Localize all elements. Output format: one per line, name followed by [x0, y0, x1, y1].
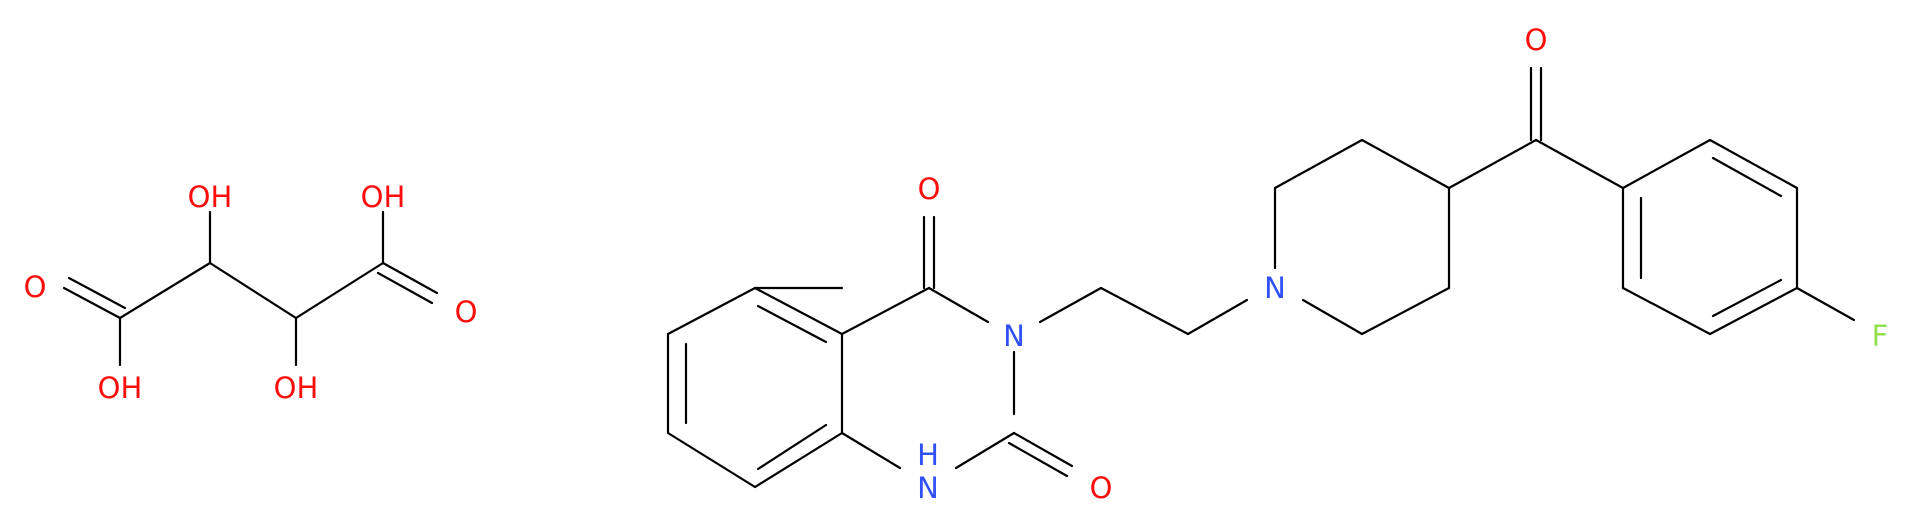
ketanserin-structure: O N H N O N O F — [666, 23, 1888, 505]
tartaric-acid-structure: OH OH O O OH OH — [24, 180, 478, 405]
bond — [1360, 138, 1451, 190]
atom-label-oh: OH — [188, 180, 233, 214]
aromatic-inner-bond — [756, 304, 828, 344]
atom-label-o: O — [1090, 471, 1113, 505]
bond — [840, 286, 931, 336]
atom-label-oh: OH — [98, 371, 143, 405]
bond — [1273, 138, 1364, 190]
bond — [1186, 298, 1249, 336]
bond — [1099, 286, 1190, 336]
double-bond — [381, 261, 439, 295]
bond — [666, 286, 757, 336]
bond — [1038, 286, 1103, 324]
atom-label-oh: OH — [361, 180, 406, 214]
bond — [840, 431, 902, 470]
bond — [1447, 138, 1538, 190]
ketanserin-labels: O N H N O N O F — [917, 23, 1888, 505]
bond — [294, 261, 385, 320]
bond — [666, 431, 757, 489]
double-bond — [1007, 441, 1069, 478]
bond — [1621, 138, 1712, 190]
aromatic-inner-bond — [1711, 156, 1783, 198]
bond — [753, 431, 844, 489]
bond — [1621, 286, 1712, 336]
atom-label-n: N — [917, 471, 939, 505]
bond — [753, 286, 844, 336]
atom-label-h: H — [917, 438, 939, 472]
atom-label-o: O — [24, 270, 47, 304]
tartaric-acid-bonds — [62, 210, 439, 367]
atom-label-o: O — [918, 172, 941, 206]
aromatic-inner-bond — [1711, 278, 1783, 318]
atom-label-oh: OH — [274, 371, 319, 405]
bond — [1708, 138, 1799, 190]
atom-label-o: O — [1525, 23, 1548, 57]
bond — [1534, 138, 1625, 190]
bond — [208, 261, 298, 320]
bond — [1301, 298, 1364, 336]
tartaric-acid-labels: OH OH O O OH OH — [24, 180, 478, 405]
bond — [1795, 286, 1856, 322]
ketanserin-bonds — [666, 66, 1856, 489]
atom-label-n: N — [1264, 271, 1286, 305]
double-bond — [62, 286, 122, 320]
atom-label-n: N — [1003, 319, 1025, 353]
bond — [927, 286, 990, 324]
double-bond — [67, 276, 127, 310]
bond — [1360, 286, 1451, 336]
bond — [1708, 286, 1799, 336]
bond — [954, 431, 1016, 470]
double-bond — [376, 271, 434, 305]
atom-label-f: F — [1872, 319, 1889, 353]
double-bond — [1012, 431, 1074, 468]
atom-label-o: O — [455, 295, 478, 329]
bond — [118, 261, 212, 320]
aromatic-inner-bond — [756, 423, 828, 471]
